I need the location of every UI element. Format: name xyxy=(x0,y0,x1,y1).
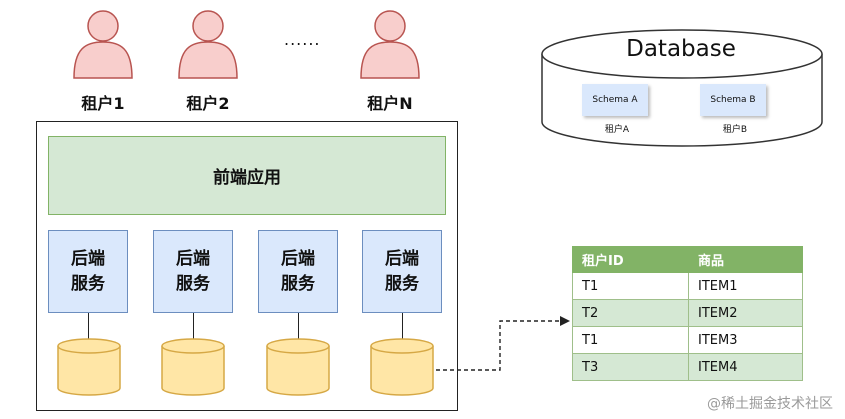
cell-tenant-id: T1 xyxy=(572,326,689,354)
schema-b-label: Schema B xyxy=(710,95,756,105)
backend-service-2: 后端服务 xyxy=(153,230,233,313)
connector-line xyxy=(298,313,299,339)
cell-tenant-id: T1 xyxy=(572,272,689,300)
cell-tenant-id: T3 xyxy=(572,353,689,381)
person-icon xyxy=(73,10,133,79)
connector-line xyxy=(402,313,403,339)
arrowhead-icon xyxy=(560,316,570,326)
backend-label-line1: 后端 xyxy=(385,248,419,269)
cell-item: ITEM1 xyxy=(688,272,803,300)
schema-a-box: Schema A xyxy=(582,84,648,116)
tenant-label: 租户2 xyxy=(186,94,230,113)
table-row: T2 ITEM2 xyxy=(572,299,803,327)
cell-item: ITEM3 xyxy=(688,326,803,354)
backend-label-line2: 服务 xyxy=(281,273,315,294)
tenant-2: 租户2 xyxy=(163,8,253,113)
column-header-tenant-id: 租户ID xyxy=(572,246,689,273)
database-cylinder-icon xyxy=(370,338,434,396)
tenant-item-table: 租户ID 商品 T1 ITEM1 T2 ITEM2 T1 ITEM3 T3 IT… xyxy=(572,246,803,381)
connector-line xyxy=(88,313,89,339)
backend-label-line1: 后端 xyxy=(281,248,315,269)
database-title: Database xyxy=(626,36,736,62)
backend-service-3: 后端服务 xyxy=(258,230,338,313)
tenant-label: 租户N xyxy=(367,94,413,113)
table-row: T1 ITEM3 xyxy=(572,326,803,354)
backend-label-line1: 后端 xyxy=(176,248,210,269)
backend-label-line2: 服务 xyxy=(385,273,419,294)
frontend-label: 前端应用 xyxy=(213,168,281,188)
table-row: T1 ITEM1 xyxy=(572,272,803,300)
table-header-row: 租户ID 商品 xyxy=(572,246,803,273)
backend-service-1: 后端服务 xyxy=(48,230,128,313)
table-row: T3 ITEM4 xyxy=(572,353,803,381)
schema-b-box: Schema B xyxy=(700,84,766,116)
connector-line xyxy=(193,313,194,339)
database-cylinder-icon xyxy=(161,338,225,396)
watermark: @稀土掘金技术社区 xyxy=(707,396,833,412)
backend-label-line2: 服务 xyxy=(176,273,210,294)
database-cylinder-icon xyxy=(57,338,121,396)
ellipsis: ...... xyxy=(284,30,321,49)
schema-a-label: Schema A xyxy=(592,95,638,105)
frontend-app-box: 前端应用 xyxy=(48,136,446,215)
tenant-1: 租户1 xyxy=(58,8,148,113)
person-icon xyxy=(360,10,420,79)
system-frame xyxy=(36,121,458,411)
database-cylinder-icon xyxy=(266,338,330,396)
schema-b-tenant: 租户B xyxy=(722,125,748,135)
schema-a-tenant: 租户A xyxy=(604,125,630,135)
dashed-arrow xyxy=(436,316,570,371)
column-header-item: 商品 xyxy=(688,246,803,273)
tenant-n: 租户N xyxy=(345,8,435,113)
person-icon xyxy=(178,10,238,79)
database-cylinder-large-icon xyxy=(541,29,823,147)
backend-service-4: 后端服务 xyxy=(362,230,442,313)
cell-tenant-id: T2 xyxy=(572,299,689,327)
cell-item: ITEM2 xyxy=(688,299,803,327)
backend-label-line1: 后端 xyxy=(71,248,105,269)
cell-item: ITEM4 xyxy=(688,353,803,381)
backend-label-line2: 服务 xyxy=(71,273,105,294)
tenant-label: 租户1 xyxy=(81,94,125,113)
